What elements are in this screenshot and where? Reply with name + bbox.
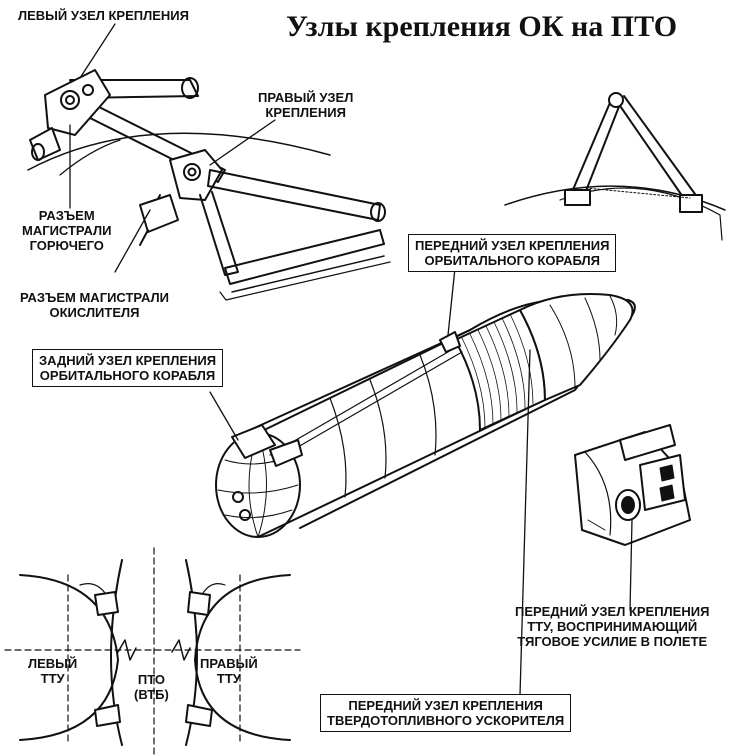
label-fuel-disconnect: РАЗЪЕМ МАГИСТРАЛИ ГОРЮЧЕГО [22,208,112,253]
label-et: ПТО (ВТБ) [134,672,169,702]
label-orbiter-forward-attachment: ПЕРЕДНИЙ УЗЕЛ КРЕПЛЕНИЯ ОРБИТАЛЬНОГО КОР… [408,234,617,272]
cross-section-view [4,547,301,756]
leader-lines [69,23,633,696]
label-oxidizer-disconnect: РАЗЪЕМ МАГИСТРАЛИ ОКИСЛИТЕЛЯ [20,290,169,320]
forward-strut-inset [504,92,726,241]
label-ttu-forward-thrust-attachment: ПЕРЕДНИЙ УЗЕЛ КРЕПЛЕНИЯ ТТУ, ВОСПРИНИМАЮ… [515,604,710,649]
label-orbiter-aft-attachment: ЗАДНИЙ УЗЕЛ КРЕПЛЕНИЯ ОРБИТАЛЬНОГО КОРАБ… [32,349,224,387]
label-left-srb: ЛЕВЫЙ ТТУ [28,656,78,686]
srb-forward-fitting-inset [574,424,691,546]
label-srb-forward-attachment: ПЕРЕДНИЙ УЗЕЛ КРЕПЛЕНИЯ ТВЕРДОТОПЛИВНОГО… [320,694,572,732]
orbiter-aft-attachment-structure [27,69,391,301]
external-tank [215,293,636,538]
page-title: Узлы крепления ОК на ПТО [286,10,678,43]
label-left-attachment: ЛЕВЫЙ УЗЕЛ КРЕПЛЕНИЯ [18,8,189,23]
label-right-srb: ПРАВЫЙ ТТУ [200,656,258,686]
label-right-attachment: ПРАВЫЙ УЗЕЛ КРЕПЛЕНИЯ [258,90,354,120]
